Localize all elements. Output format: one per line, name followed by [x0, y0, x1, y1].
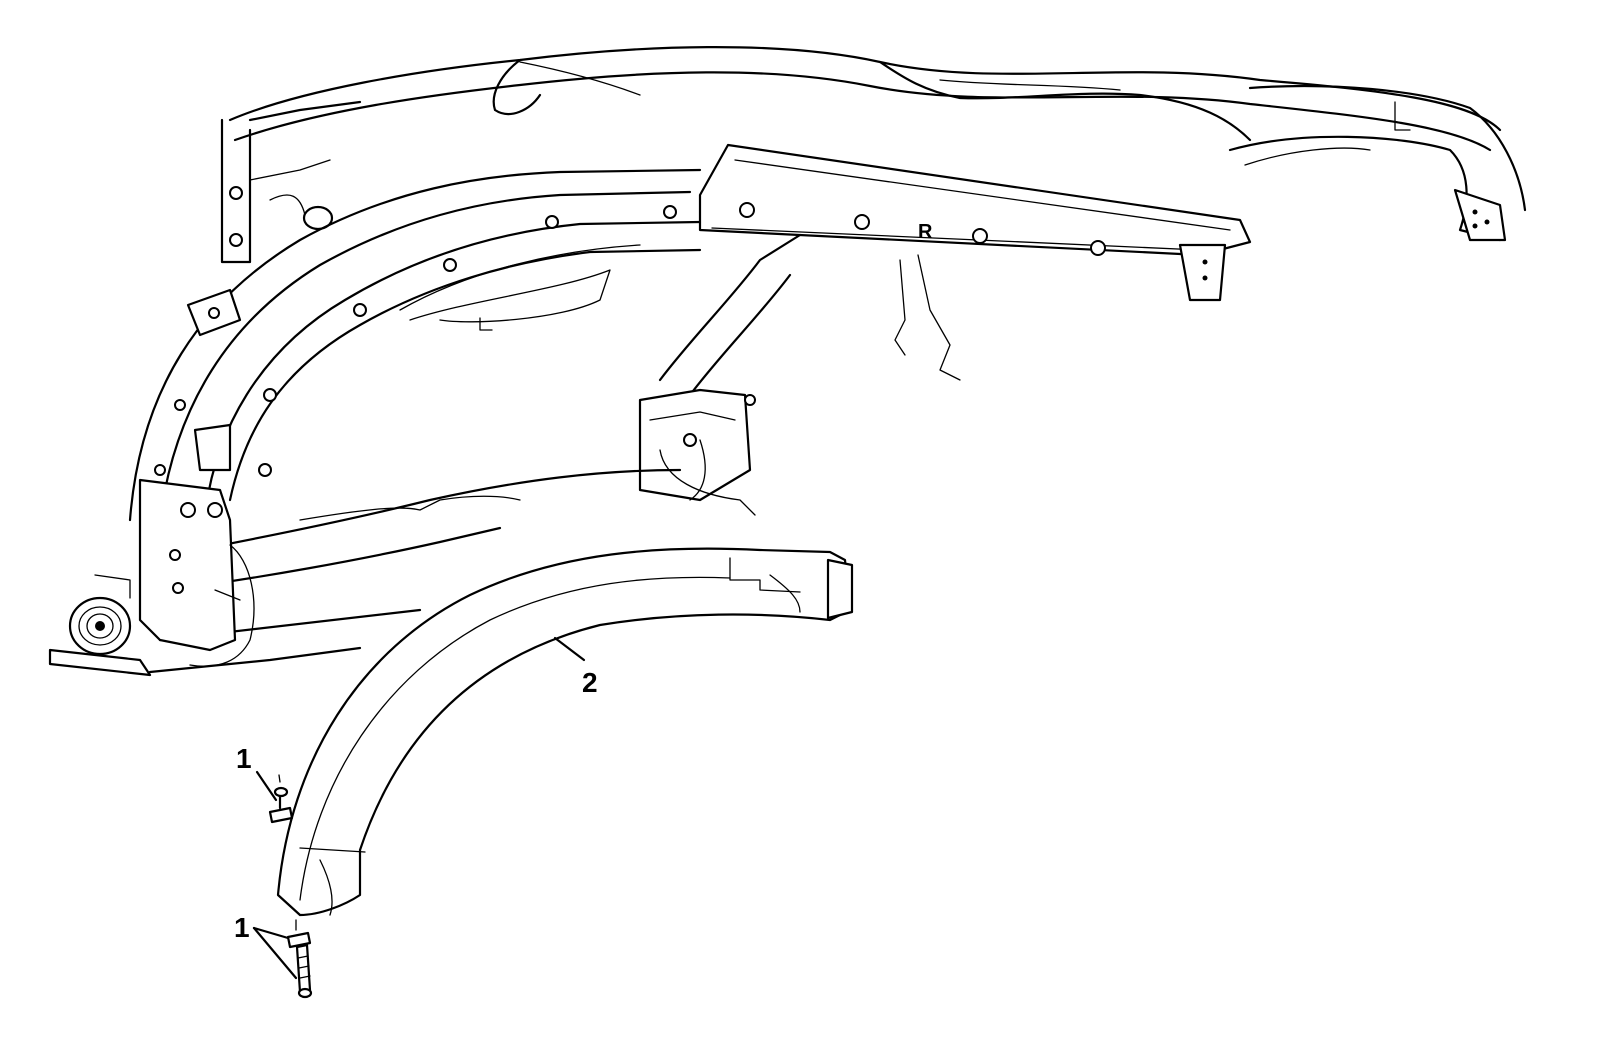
callout-label-1-upper: 1	[236, 743, 252, 774]
fastener-push-pin-lower	[286, 919, 313, 999]
fastener-push-pin-upper	[268, 774, 294, 824]
body-structure: R	[48, 46, 1527, 677]
panel-mark-r: R	[918, 221, 933, 243]
callouts: 2 1 1	[234, 636, 598, 980]
wheelhouse-liner	[276, 547, 854, 917]
leader-line-2	[553, 636, 586, 662]
leader-line-1-lower-a	[252, 926, 290, 940]
callout-label-2: 2	[582, 667, 598, 698]
leader-line-1-lower-b	[252, 926, 298, 980]
leader-line-1-upper	[255, 770, 278, 802]
callout-label-1-lower: 1	[234, 912, 250, 943]
